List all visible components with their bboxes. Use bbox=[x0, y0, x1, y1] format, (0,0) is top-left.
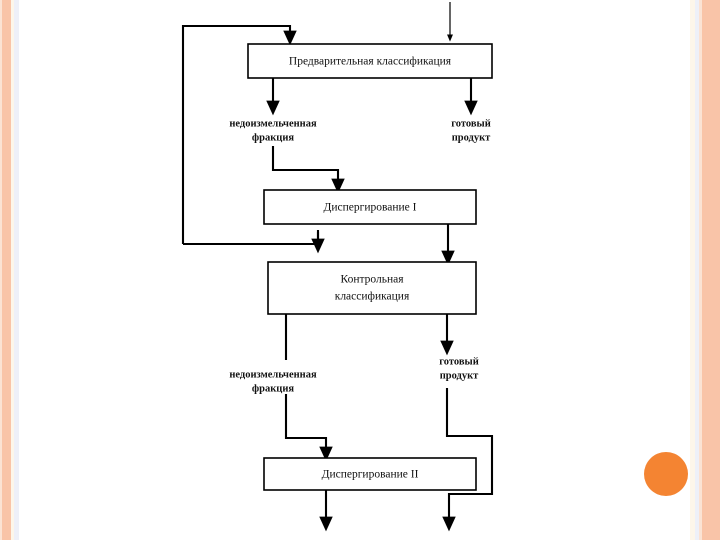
node-control-classification[interactable]: Контрольная классификация bbox=[267, 261, 477, 315]
finished-2-bypass-right bbox=[442, 388, 494, 532]
right-stripe-thin bbox=[699, 0, 702, 540]
node-prelim-classification[interactable]: Предварительная классификация bbox=[247, 43, 493, 79]
orange-circle-bullet bbox=[644, 452, 688, 496]
dispersion-1-to-recycle-loop bbox=[183, 230, 320, 246]
left-stripe-peach bbox=[2, 0, 11, 540]
node-dispersion-2[interactable]: Диспергирование II bbox=[263, 457, 477, 491]
node-dispersion-1[interactable]: Диспергирование I bbox=[263, 189, 477, 225]
left-stripe-edge bbox=[0, 0, 2, 540]
stream-label-finished-product-2: готовый продукт bbox=[439, 356, 479, 381]
finished-product-1-line1: готовый bbox=[451, 118, 491, 129]
undermilled-fraction-2-line1: недоизмельченная bbox=[229, 369, 317, 380]
finished-product-2-line2: продукт bbox=[440, 370, 479, 381]
node-control-classification-label-line2: классификация bbox=[335, 291, 410, 303]
right-stripe-pale bbox=[695, 0, 699, 540]
stream-label-finished-product-1: готовый продукт bbox=[451, 118, 491, 143]
finished-product-1-line2: продукт bbox=[452, 132, 491, 143]
node-dispersion-1-label: Диспергирование I bbox=[324, 202, 417, 214]
undermilled-fraction-1-line1: недоизмельченная bbox=[229, 118, 317, 129]
stream-label-undermilled-fraction-2: недоизмельченная фракция bbox=[229, 369, 317, 394]
node-control-classification-label-line1: Контрольная bbox=[340, 274, 404, 286]
undermilled-2-to-dispersion-2 bbox=[284, 394, 333, 462]
stream-label-undermilled-fraction-1: недоизмельченная фракция bbox=[229, 118, 317, 143]
undermilled-to-dispersion-1 bbox=[271, 146, 345, 194]
node-prelim-classification-label: Предварительная классификация bbox=[289, 56, 452, 68]
right-stripe-wide bbox=[707, 0, 720, 540]
right-stripe-peach bbox=[702, 0, 707, 540]
right-stripe-cream bbox=[690, 0, 695, 540]
recycle-return-to-prelim bbox=[181, 24, 297, 244]
left-stripe-cream bbox=[11, 0, 14, 540]
undermilled-fraction-1-line2: фракция bbox=[252, 132, 295, 143]
node-dispersion-2-label: Диспергирование II bbox=[322, 469, 419, 481]
undermilled-fraction-2-line2: фракция bbox=[252, 383, 295, 394]
left-stripe-blue bbox=[14, 0, 19, 540]
finished-product-2-line1: готовый bbox=[439, 356, 479, 367]
